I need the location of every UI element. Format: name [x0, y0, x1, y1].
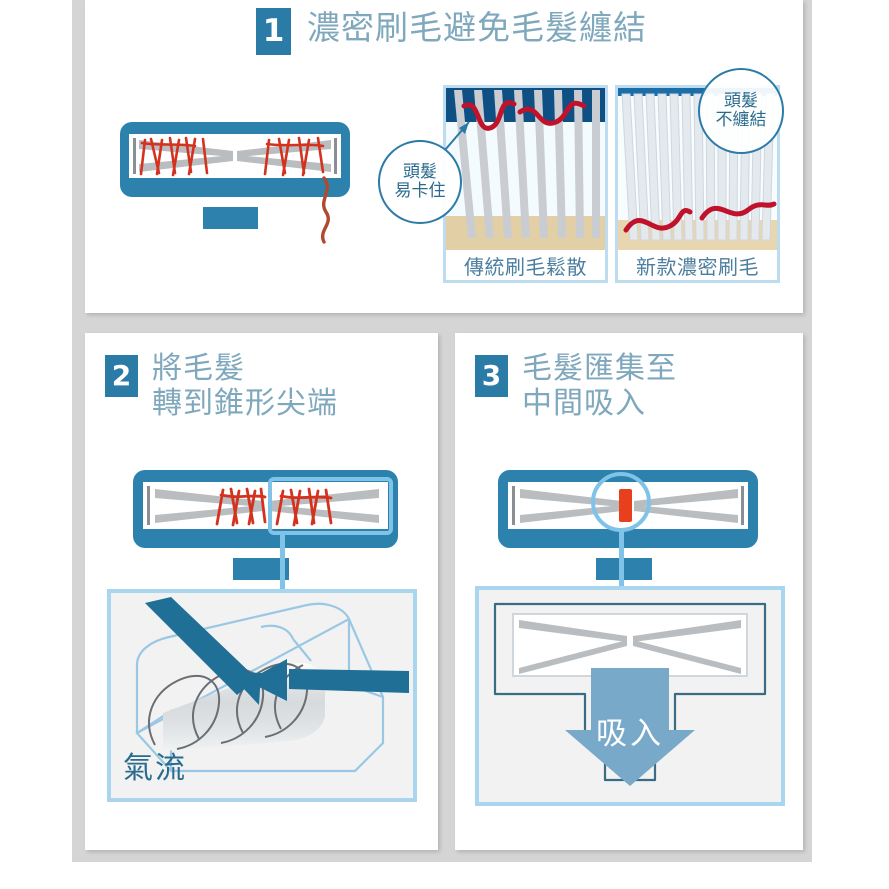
suction-label: 吸入: [596, 716, 664, 752]
tangled-hair-left: [139, 136, 209, 177]
tile-caption-new-dense: 新款濃密刷毛: [618, 250, 777, 280]
airflow-label: 氣流: [123, 751, 187, 786]
panel-1-number: 1: [256, 8, 291, 55]
callout-pointer-icon: [444, 121, 470, 151]
panel-1-title: 濃密刷毛避免毛髮纏結: [307, 8, 647, 47]
brush-head-device-1: [120, 122, 370, 244]
tangled-hair-right: [263, 136, 325, 177]
panel-3: 3 毛髮匯集至 中間吸入: [455, 333, 803, 850]
callout-hair-not-tangled: 頭髮 不纏結: [698, 68, 784, 154]
device-neck: [203, 207, 258, 229]
airflow-roller-illustration: [111, 593, 413, 798]
device-window: [129, 134, 341, 178]
device-window: [143, 482, 388, 529]
panel-3-number: 3: [475, 355, 508, 397]
brush-head-device-3: [498, 470, 768, 580]
airflow-illustration-frame: 氣流: [107, 589, 417, 802]
end-cap-right: [741, 486, 744, 525]
tile-photo-traditional: [446, 88, 605, 250]
panel-3-title: 毛髮匯集至 中間吸入: [522, 351, 677, 422]
tile-new-dense-bristles: 新款濃密刷毛: [615, 85, 780, 283]
panel-1: 1 濃密刷毛避免毛髮纏結: [85, 0, 803, 313]
callout-hair-stuck: 頭髮 易卡住: [378, 140, 462, 224]
suction-cross-section: [479, 590, 781, 802]
brush-head-device-2: [133, 470, 403, 580]
dangling-hair-strand: [320, 176, 330, 244]
panel-2: 2 將毛髮 轉到錐形尖端: [85, 333, 438, 850]
zoom-highlight-circle: [591, 472, 651, 532]
end-cap-left: [147, 486, 150, 525]
device-neck: [596, 558, 652, 580]
end-cap-left: [512, 486, 515, 525]
panel-3-heading: 3 毛髮匯集至 中間吸入: [475, 351, 677, 422]
end-cap-left: [133, 138, 136, 174]
panel-2-title: 將毛髮 轉到錐形尖端: [152, 351, 338, 422]
zoom-connector-line: [619, 529, 624, 589]
zoom-highlight-box: [268, 477, 393, 535]
suction-illustration-frame: 吸入: [475, 586, 785, 806]
traditional-bristle-illustration: [446, 88, 605, 250]
zoom-connector-line: [280, 534, 285, 589]
panel-2-number: 2: [105, 355, 138, 397]
tile-caption-traditional: 傳統刷毛鬆散: [446, 250, 605, 280]
panel-2-heading: 2 將毛髮 轉到錐形尖端: [105, 351, 338, 422]
panel-1-heading: 1 濃密刷毛避免毛髮纏結: [256, 8, 647, 55]
end-cap-right: [334, 138, 337, 174]
tile-traditional-bristles: 傳統刷毛鬆散: [443, 85, 608, 283]
device-neck: [233, 558, 289, 580]
hair-moved-to-tips: [215, 487, 333, 527]
